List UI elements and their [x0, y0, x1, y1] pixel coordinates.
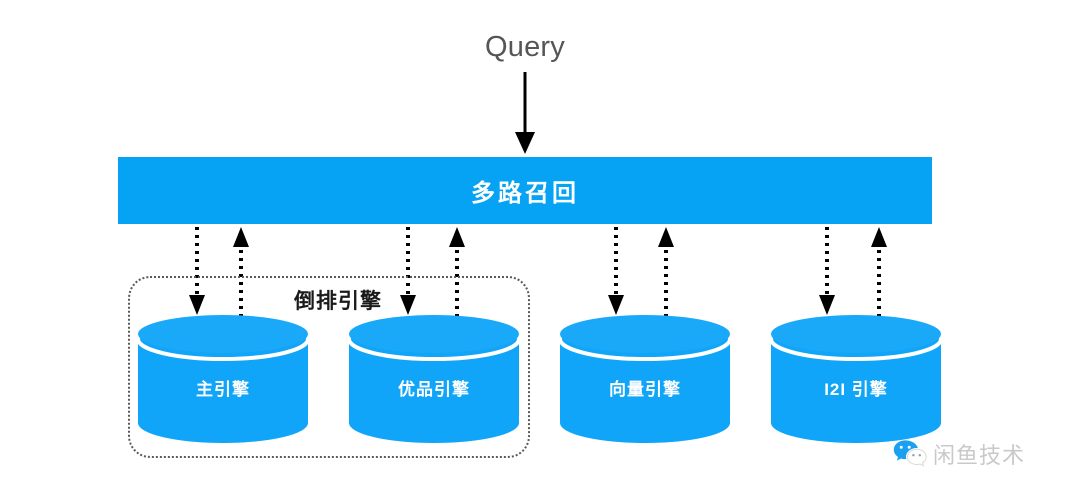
watermark: 闲鱼技术 [893, 438, 1025, 470]
wechat-icon [893, 440, 927, 467]
watermark-label: 闲鱼技术 [933, 443, 1026, 468]
cylinder-icon [558, 315, 732, 443]
cylinder-icon [769, 315, 943, 443]
inverted-index-group-box [128, 276, 530, 458]
cylinder-icon [136, 315, 310, 443]
arrow-up-dotted-icon [449, 227, 465, 317]
multi-recall-banner[interactable]: 多路召回 [118, 157, 932, 224]
arrow-up-dotted-icon [658, 227, 674, 317]
banner-label: 多路召回 [471, 180, 579, 207]
arrow-down-dotted-icon [608, 227, 624, 315]
cylinder-icon [347, 315, 521, 443]
inverted-index-group-label: 倒排引擎 [294, 290, 382, 313]
arrow-down-dotted-icon [400, 227, 416, 315]
arrow-down-dotted-icon [189, 227, 205, 315]
query-label: Query [485, 31, 565, 63]
arrow-down-solid-icon [515, 72, 535, 154]
arrow-up-dotted-icon [233, 227, 249, 317]
arrow-up-dotted-icon [871, 227, 887, 317]
arrow-down-dotted-icon [819, 227, 835, 315]
